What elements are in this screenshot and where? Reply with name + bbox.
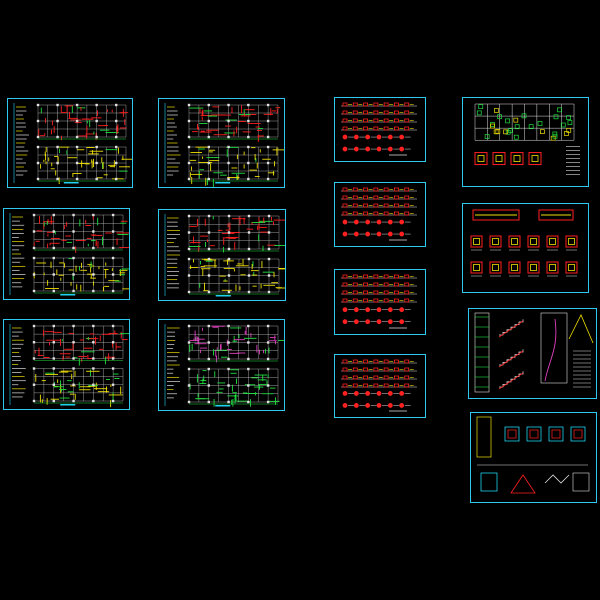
sheet-drawing (164, 324, 284, 407)
plan-linework (9, 213, 129, 296)
sheet-drawing (476, 416, 590, 494)
sheet-drawing (13, 103, 132, 185)
stair-detail-sheet[interactable] (468, 308, 597, 399)
sheet-drawing (9, 324, 129, 408)
floor-plan-sheet-4[interactable] (158, 209, 286, 301)
sheet-drawing (164, 103, 284, 187)
floor-plan-sheet-3[interactable] (3, 208, 130, 300)
plan-linework (9, 324, 129, 408)
section-list-sheet-4[interactable] (334, 354, 426, 418)
section-list-linework (341, 359, 417, 412)
foundation-detail-sheet[interactable] (462, 97, 589, 187)
node-detail-sheet[interactable] (470, 412, 597, 503)
floor-plan-sheet-2[interactable] (158, 98, 285, 188)
sheet-drawing (164, 214, 285, 297)
sheet-drawing (341, 359, 417, 412)
sheet-drawing (470, 209, 578, 277)
node-detail-linework (476, 416, 590, 494)
floor-plan-sheet-5[interactable] (3, 319, 130, 410)
section-list-linework (341, 187, 417, 241)
section-list-linework (341, 274, 417, 329)
section-list-linework (341, 102, 417, 156)
column-detail-sheet[interactable] (462, 203, 589, 293)
plan-linework (164, 324, 284, 407)
sheet-drawing (341, 102, 417, 156)
floor-plan-sheet-1[interactable] (7, 98, 133, 188)
plan-linework (164, 103, 284, 187)
sheet-drawing (9, 213, 129, 296)
section-list-sheet-3[interactable] (334, 269, 426, 335)
floor-plan-sheet-6[interactable] (158, 319, 285, 411)
sheet-drawing (341, 187, 417, 241)
sheet-drawing (474, 312, 594, 393)
foundation-linework (474, 103, 580, 175)
plan-linework (164, 214, 285, 297)
column-detail-linework (470, 209, 578, 277)
section-list-sheet-1[interactable] (334, 97, 426, 162)
section-list-sheet-2[interactable] (334, 182, 426, 247)
plan-linework (13, 103, 132, 185)
sheet-drawing (341, 274, 417, 329)
sheet-drawing (474, 103, 580, 175)
stair-linework (474, 312, 594, 393)
